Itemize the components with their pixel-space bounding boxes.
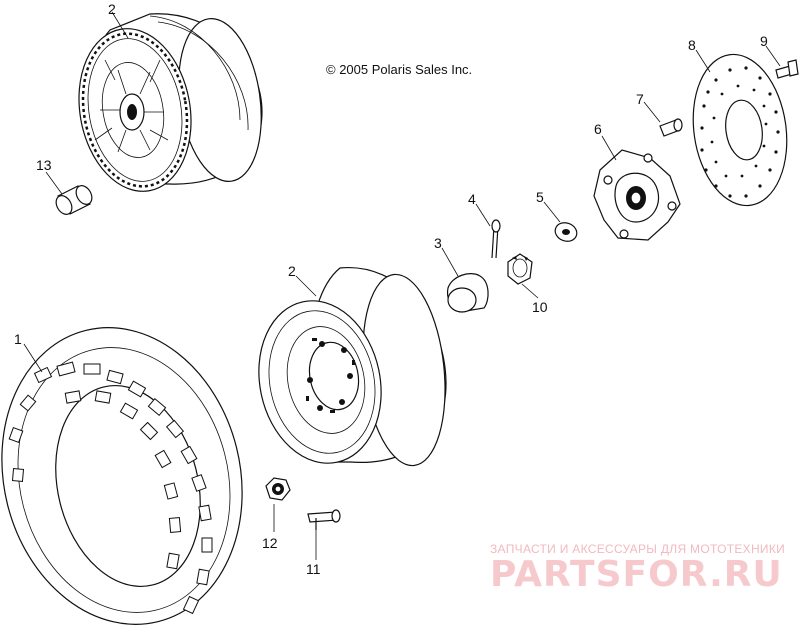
cotter-pin xyxy=(491,219,501,259)
callout-3: 3 xyxy=(434,235,442,251)
callout-8: 8 xyxy=(688,37,696,53)
disc-bolt xyxy=(775,59,799,79)
callout-2-lower: 2 xyxy=(288,263,296,279)
wheel-stud xyxy=(659,118,683,137)
callout-9: 9 xyxy=(760,33,768,49)
callout-1: 1 xyxy=(14,331,22,347)
wheel-lower xyxy=(258,267,447,467)
callout-11: 11 xyxy=(306,561,321,577)
valve-stem xyxy=(307,509,341,530)
lug-nut xyxy=(265,477,291,501)
copyright-text: © 2005 Polaris Sales Inc. xyxy=(326,62,472,77)
callout-12: 12 xyxy=(262,535,278,551)
brake-disc xyxy=(692,53,788,207)
castle-nut xyxy=(507,253,533,285)
callout-7: 7 xyxy=(636,91,644,107)
callout-6: 6 xyxy=(594,121,602,137)
watermark-logo: PARTSFOR.RU xyxy=(490,554,783,595)
callout-10: 10 xyxy=(532,299,548,315)
callout-13: 13 xyxy=(36,157,52,173)
wheel-hub xyxy=(593,149,681,241)
washer xyxy=(554,222,578,242)
callout-2-upper: 2 xyxy=(108,1,116,17)
callout-5: 5 xyxy=(536,189,544,205)
valve-cap xyxy=(55,185,93,215)
callout-4: 4 xyxy=(468,191,476,207)
tire xyxy=(1,327,243,625)
wheel-upper xyxy=(78,13,263,192)
watermark-tagline: ЗАПЧАСТИ И АКСЕССУАРЫ ДЛЯ МОТОТЕХНИКИ xyxy=(490,542,785,556)
hub-cap xyxy=(446,273,489,313)
